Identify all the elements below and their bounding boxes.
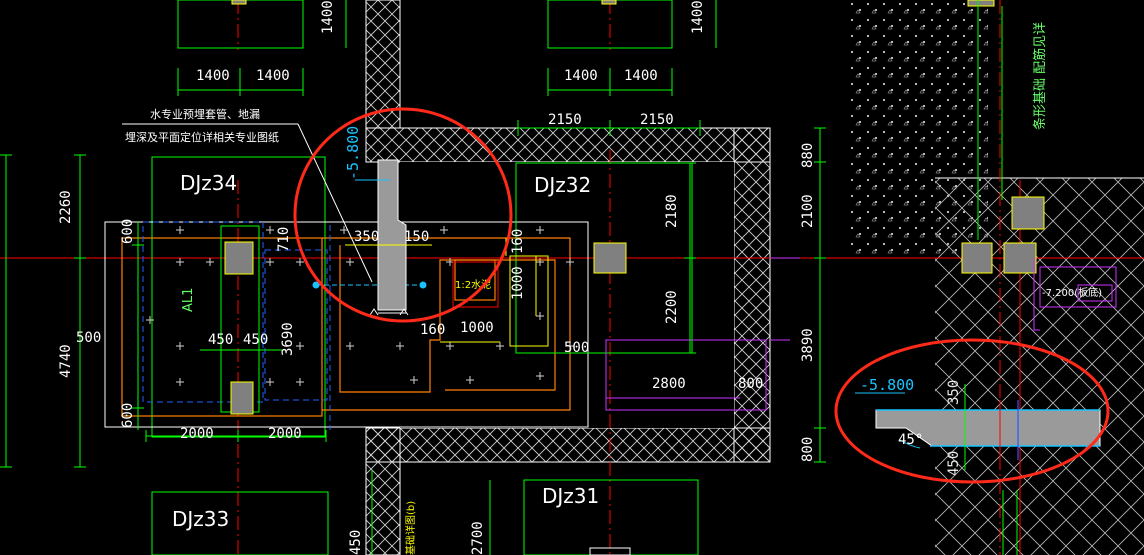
highlight-circle-right [834, 338, 1110, 484]
pile-cap-outline [104, 221, 589, 428]
dim-2150-a: 2150 [548, 112, 582, 128]
footing-outline-top-left [177, 0, 304, 49]
dim-2100: 2100 [800, 194, 816, 228]
label-djz31: DJz31 [542, 484, 599, 508]
elevation-left: -5.800 [344, 126, 362, 180]
dim-800-horiz: 800 [738, 376, 763, 392]
dim-2700: 2700 [470, 521, 486, 555]
label-djz33: DJz33 [172, 507, 229, 531]
right-note: 条形基础 配筋见详 [1032, 22, 1048, 130]
footing-djz33-outline [151, 491, 329, 555]
column-djz32 [593, 242, 627, 274]
wall-hatch-bottom-left [365, 427, 401, 555]
dim-2150-b: 2150 [640, 112, 674, 128]
footing-outline-top-right [547, 0, 673, 49]
elevation-right: -5.800 [860, 376, 914, 394]
dim-150-plan: 150 [404, 229, 429, 245]
note-line-2: 埋深及平面定位详相关专业图纸 [125, 130, 279, 144]
section-wall-left [377, 159, 407, 311]
label-djz34: DJz34 [180, 171, 237, 195]
section-dim-450: 450 [946, 451, 962, 476]
label-al1: AL1 [181, 288, 196, 312]
highlight-circle-left [293, 107, 513, 323]
elevation-box-label: -7.200(板底) [1042, 286, 1102, 299]
dim-450-bottom: 450 [348, 530, 364, 555]
column-right-a [961, 242, 993, 274]
dim-450-a: 450 [208, 332, 233, 348]
dim-2000-a: 2000 [180, 426, 214, 442]
dim-500-left: 500 [76, 330, 101, 346]
dim-1400-vert-left: 1400 [320, 0, 336, 34]
dim-880: 880 [800, 143, 816, 168]
pit-rebar-outlines [322, 237, 571, 411]
wall-hatch-top-horizontal [365, 127, 771, 163]
column-right-top [1011, 196, 1045, 230]
dim-3690: 3690 [280, 322, 296, 356]
dim-1400-right-a: 1400 [564, 68, 598, 84]
wall-hatch-bottom [365, 427, 771, 463]
dim-1000-horiz: 1000 [460, 320, 494, 336]
footing-djz31-outline [523, 479, 699, 555]
elevation-tag-box [1033, 258, 1117, 331]
dim-3890: 3890 [800, 328, 816, 362]
dim-600-top: 600 [120, 219, 136, 244]
section-angle: 45° [898, 432, 923, 448]
pit-interior [400, 162, 734, 428]
column-right-b [1003, 242, 1037, 274]
dim-1400-right-b: 1400 [624, 68, 658, 84]
dim-1000-vert: 1000 [510, 266, 526, 300]
dim-2180: 2180 [664, 194, 680, 228]
dim-800-vert: 800 [800, 437, 816, 462]
column-djz34-top [224, 241, 254, 275]
label-djz32: DJz32 [534, 173, 591, 197]
wall-hatch-top [365, 0, 401, 129]
dim-160-horiz: 160 [420, 322, 445, 338]
dim-4740: 4740 [58, 344, 74, 378]
dim-500-pit: 500 [564, 340, 589, 356]
dim-600-bottom: 600 [120, 403, 136, 428]
dim-450-b: 450 [243, 332, 268, 348]
dim-2200: 2200 [664, 290, 680, 324]
dim-2260: 2260 [58, 190, 74, 224]
strip-footing-hatch [935, 178, 1144, 555]
dim-160-vert: 160 [510, 229, 526, 254]
dim-2000-b: 2000 [268, 426, 302, 442]
section-dim-350: 350 [946, 380, 962, 405]
note-line-1: 水专业预埋套管、地漏 [150, 107, 260, 121]
dim-1400-left-b: 1400 [256, 68, 290, 84]
wall-hatch-right [733, 127, 771, 463]
dim-350-plan: 350 [354, 229, 379, 245]
dim-1400-vert-right: 1400 [690, 0, 706, 34]
bottom-note: 基础详图(b) [404, 501, 417, 555]
dim-710: 710 [276, 227, 292, 252]
dim-1400-left-a: 1400 [196, 68, 230, 84]
rebar-outline-orange [121, 237, 323, 417]
column-djz34-bottom [230, 381, 254, 415]
dim-2800: 2800 [652, 376, 686, 392]
